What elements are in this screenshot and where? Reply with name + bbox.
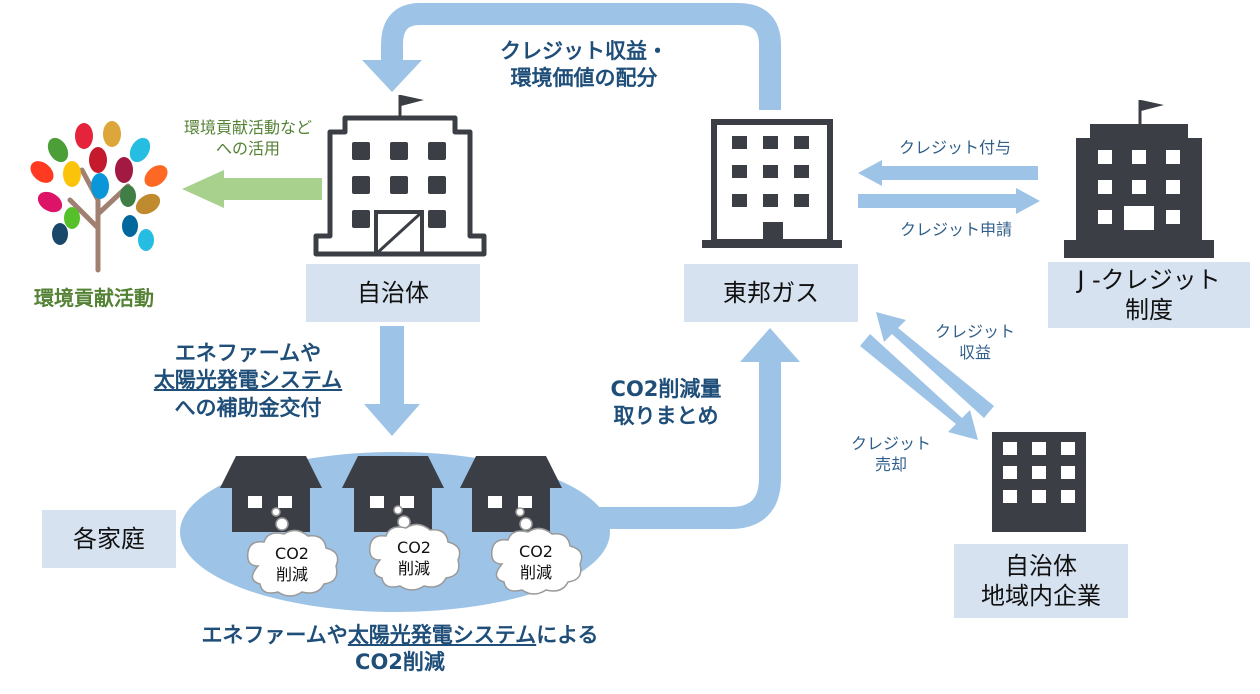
arrow-credit-grant-shaft xyxy=(880,166,1038,180)
credit-grant-label: クレジット付与 xyxy=(898,138,1011,157)
co2-summary-label: CO2削減量 取りまとめ xyxy=(610,377,722,429)
jcredit-box: J -クレジット 制度 xyxy=(1048,262,1250,328)
kakukatei-box: 各家庭 xyxy=(42,510,176,568)
credit-share-label: クレジット収益・ 環境価値の配分 xyxy=(500,39,668,91)
jichitai-label: 自治体 xyxy=(357,279,429,307)
cloud-icon xyxy=(490,507,583,595)
tohogas-box: 東邦ガス xyxy=(684,264,858,322)
local-label-line2: 地域内企業 xyxy=(981,582,1101,610)
arrowhead-to-tohogas xyxy=(740,328,800,362)
bottom-caption-line2: CO2削減 xyxy=(355,650,445,675)
jichitai-box: 自治体 xyxy=(306,264,480,322)
curved-arrow-co2-summary xyxy=(598,360,781,529)
kakukatei-label: 各家庭 xyxy=(73,525,145,553)
bottom-caption: エネファームや太陽光発電システムによる CO2削減 xyxy=(140,622,660,677)
cloud-icon xyxy=(246,507,339,597)
local-box: 自治体 地域内企業 xyxy=(954,544,1128,618)
tree-icon xyxy=(20,112,180,284)
jcredit-label-line1: J -クレジット xyxy=(1077,266,1221,294)
bottom-caption-part2: 太陽光発電システム xyxy=(347,623,537,647)
house-icon xyxy=(220,456,322,532)
local-label-line1: 自治体 xyxy=(1005,552,1077,580)
jcredit-label-line2: 制度 xyxy=(1125,296,1173,324)
arrow-credit-apply-head xyxy=(1016,188,1040,214)
tohogas-building-icon xyxy=(702,119,842,248)
credit-apply-label: クレジット申請 xyxy=(899,220,1012,239)
tohogas-label: 東邦ガス xyxy=(723,279,819,307)
arrowhead-to-jichitai xyxy=(362,60,422,92)
credit-revenue-label: クレジット 収益 xyxy=(934,322,1015,362)
arrow-credit-apply-shaft xyxy=(858,194,1018,208)
arrow-env-use-shaft xyxy=(222,178,322,200)
subsidy-label: エネファームや 太陽光発電システム への補助金交付 xyxy=(153,341,343,420)
arrow-subsidy-shaft xyxy=(380,326,404,406)
local-business-building-icon xyxy=(992,432,1086,532)
arrow-credit-sale xyxy=(860,334,978,440)
bottom-caption-part3: による xyxy=(536,623,599,647)
jcredit-building-icon xyxy=(1064,100,1214,258)
arrow-subsidy-head xyxy=(364,404,420,436)
arrow-env-use-head xyxy=(182,170,224,208)
house-icon xyxy=(342,456,444,532)
house-icon xyxy=(460,456,562,532)
curved-arrow-credit-share xyxy=(381,3,781,110)
cloud-icon xyxy=(368,505,461,591)
env-use-label: 環境貢献活動など への活用 xyxy=(183,118,312,158)
env-activity-label: 環境貢献活動 xyxy=(34,286,154,310)
bottom-caption-part1: エネファームや xyxy=(201,623,348,647)
municipal-building-icon xyxy=(313,95,487,257)
credit-sale-label: クレジット 売却 xyxy=(850,434,931,474)
arrow-credit-grant-head xyxy=(858,160,882,186)
arrow-credit-revenue xyxy=(876,312,994,418)
